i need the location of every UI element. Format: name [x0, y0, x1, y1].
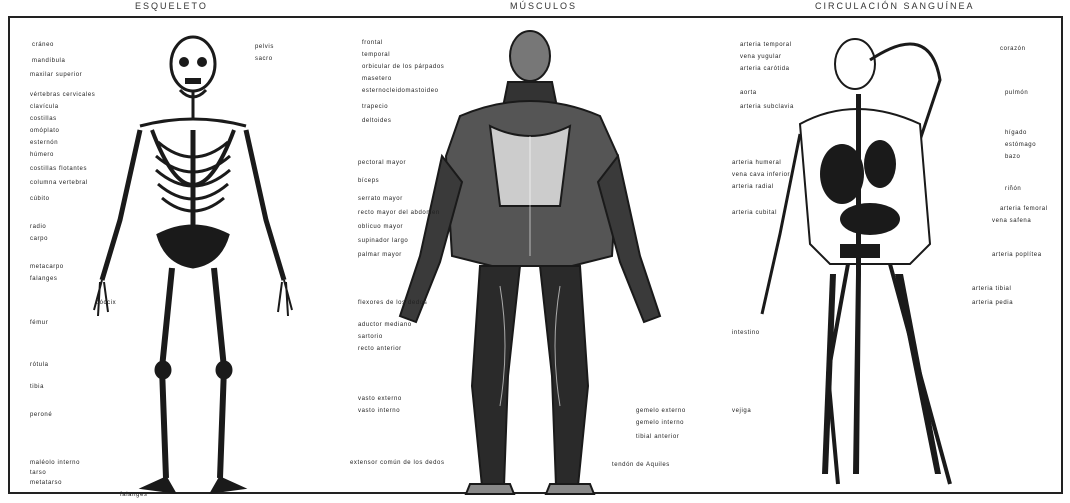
label-circ-0: arteria temporal [740, 42, 792, 49]
label-circ-15: arteria femoral [1000, 206, 1048, 213]
label-circ-5: corazón [1000, 46, 1026, 53]
label-muscle-15: aductor mediano [358, 322, 412, 329]
label-muscle-19: vasto interno [358, 408, 400, 415]
label-skeleton-22: metatarso [30, 480, 62, 487]
label-muscle-8: bíceps [358, 178, 379, 185]
label-skeleton-17: rótula [30, 362, 49, 369]
label-muscle-20: gemelo externo [636, 408, 686, 415]
label-skeleton-8: húmero [30, 152, 54, 159]
label-circ-2: arteria carótida [740, 66, 790, 73]
label-muscle-23: extensor común de los dedos [350, 460, 445, 467]
label-skeleton-7: esternón [30, 140, 58, 147]
label-skeleton-20: maléolo interno [30, 460, 80, 467]
label-circ-17: arteria poplítea [992, 252, 1042, 259]
label-muscle-17: recto anterior [358, 346, 402, 353]
label-muscle-21: gemelo interno [636, 420, 684, 427]
label-circ-19: arteria pedia [972, 300, 1013, 307]
label-skeleton-18: tibia [30, 384, 44, 391]
label-skeleton-14: metacarpo [30, 264, 64, 271]
label-circ-18: arteria tibial [972, 286, 1011, 293]
label-circ-9: bazo [1005, 154, 1020, 161]
label-circ-10: riñón [1005, 186, 1021, 193]
label-circ-7: hígado [1005, 130, 1027, 137]
panel-title-circulation: CIRCULACIÓN SANGUÍNEA [815, 1, 975, 11]
label-skeleton-2: maxilar superior [30, 72, 82, 79]
label-circ-4: arteria subclavia [740, 104, 794, 111]
label-muscle-13: palmar mayor [358, 252, 402, 259]
label-muscle-3: masetero [362, 76, 392, 83]
label-circ-13: arteria radial [732, 184, 774, 191]
label-skeleton-26: cóccix [96, 300, 116, 307]
label-muscle-4: esternocleidomastoideo [362, 88, 439, 95]
label-skeleton-5: costillas [30, 116, 57, 123]
label-circ-11: arteria humeral [732, 160, 781, 167]
label-circ-3: aorta [740, 90, 757, 97]
label-circ-12: vena cava inferior [732, 172, 790, 179]
label-muscle-2: orbicular de los párpados [362, 64, 444, 71]
label-skeleton-10: columna vertebral [30, 180, 88, 187]
label-muscle-24: tendón de Aquiles [612, 462, 670, 469]
label-skeleton-11: cúbito [30, 196, 50, 203]
label-muscle-14: flexores de los dedos [358, 300, 427, 307]
label-muscle-7: pectoral mayor [358, 160, 406, 167]
label-muscle-1: temporal [362, 52, 390, 59]
label-skeleton-16: fémur [30, 320, 48, 327]
label-skeleton-6: omóplato [30, 128, 59, 135]
label-skeleton-0: cráneo [32, 42, 54, 49]
panel-title-skeleton: ESQUELETO [135, 1, 208, 11]
label-skeleton-21: tarso [30, 470, 46, 477]
label-skeleton-1: mandíbula [32, 58, 65, 65]
label-skeleton-15: falanges [30, 276, 58, 283]
circulatory-system-illustration [730, 24, 1050, 500]
label-skeleton-12: radio [30, 224, 46, 231]
label-skeleton-24: pelvis [255, 44, 274, 51]
label-skeleton-25: sacro [255, 56, 273, 63]
label-skeleton-4: clavícula [30, 104, 59, 111]
label-muscle-16: sartorio [358, 334, 383, 341]
label-skeleton-23: falanges [120, 492, 148, 499]
panel-title-muscles: MÚSCULOS [510, 1, 577, 11]
label-muscle-18: vasto externo [358, 396, 402, 403]
label-circ-20: intestino [732, 330, 760, 337]
label-circ-16: vena safena [992, 218, 1031, 225]
skeleton-illustration [40, 30, 330, 500]
label-muscle-10: recto mayor del abdomen [358, 210, 440, 217]
label-circ-8: estómago [1005, 142, 1036, 149]
label-muscle-0: frontal [362, 40, 383, 47]
label-skeleton-13: carpo [30, 236, 48, 243]
label-circ-6: pulmón [1005, 90, 1028, 97]
muscle-figure-illustration [370, 26, 690, 500]
label-muscle-12: supinador largo [358, 238, 408, 245]
label-circ-1: vena yugular [740, 54, 782, 61]
label-skeleton-9: costillas flotantes [30, 166, 87, 173]
label-muscle-9: serrato mayor [358, 196, 403, 203]
label-muscle-22: tibial anterior [636, 434, 679, 441]
label-circ-14: arteria cubital [732, 210, 777, 217]
label-muscle-6: deltoides [362, 118, 391, 125]
label-skeleton-3: vértebras cervicales [30, 92, 95, 99]
label-muscle-5: trapecio [362, 104, 388, 111]
label-skeleton-19: peroné [30, 412, 52, 419]
label-circ-21: vejiga [732, 408, 751, 415]
label-muscle-11: oblicuo mayor [358, 224, 403, 231]
